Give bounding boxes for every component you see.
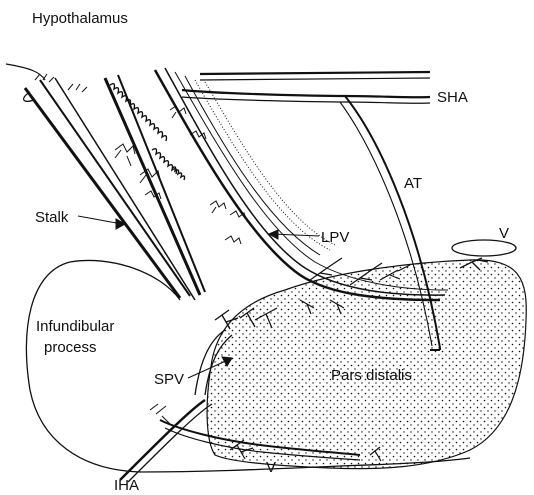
stalk [6, 64, 205, 300]
pars-distalis-region [207, 260, 526, 469]
at-label: AT [404, 176, 422, 191]
v-top-label: V [499, 226, 509, 241]
infundibular-label-line1: Infundibular [36, 319, 114, 334]
lpv-label: LPV [321, 230, 349, 245]
coiled-vessels [110, 84, 185, 180]
hypothalamus-label: Hypothalamus [32, 11, 128, 26]
infundibular-label-line2: process [44, 340, 97, 355]
iha-label: IHA [114, 478, 139, 493]
pars-distalis-label: Pars distalis [331, 368, 412, 383]
spv-label: SPV [154, 372, 184, 387]
v-bottom-label: V [266, 460, 276, 475]
stalk-label: Stalk [35, 210, 68, 225]
sha-label: SHA [437, 90, 468, 105]
